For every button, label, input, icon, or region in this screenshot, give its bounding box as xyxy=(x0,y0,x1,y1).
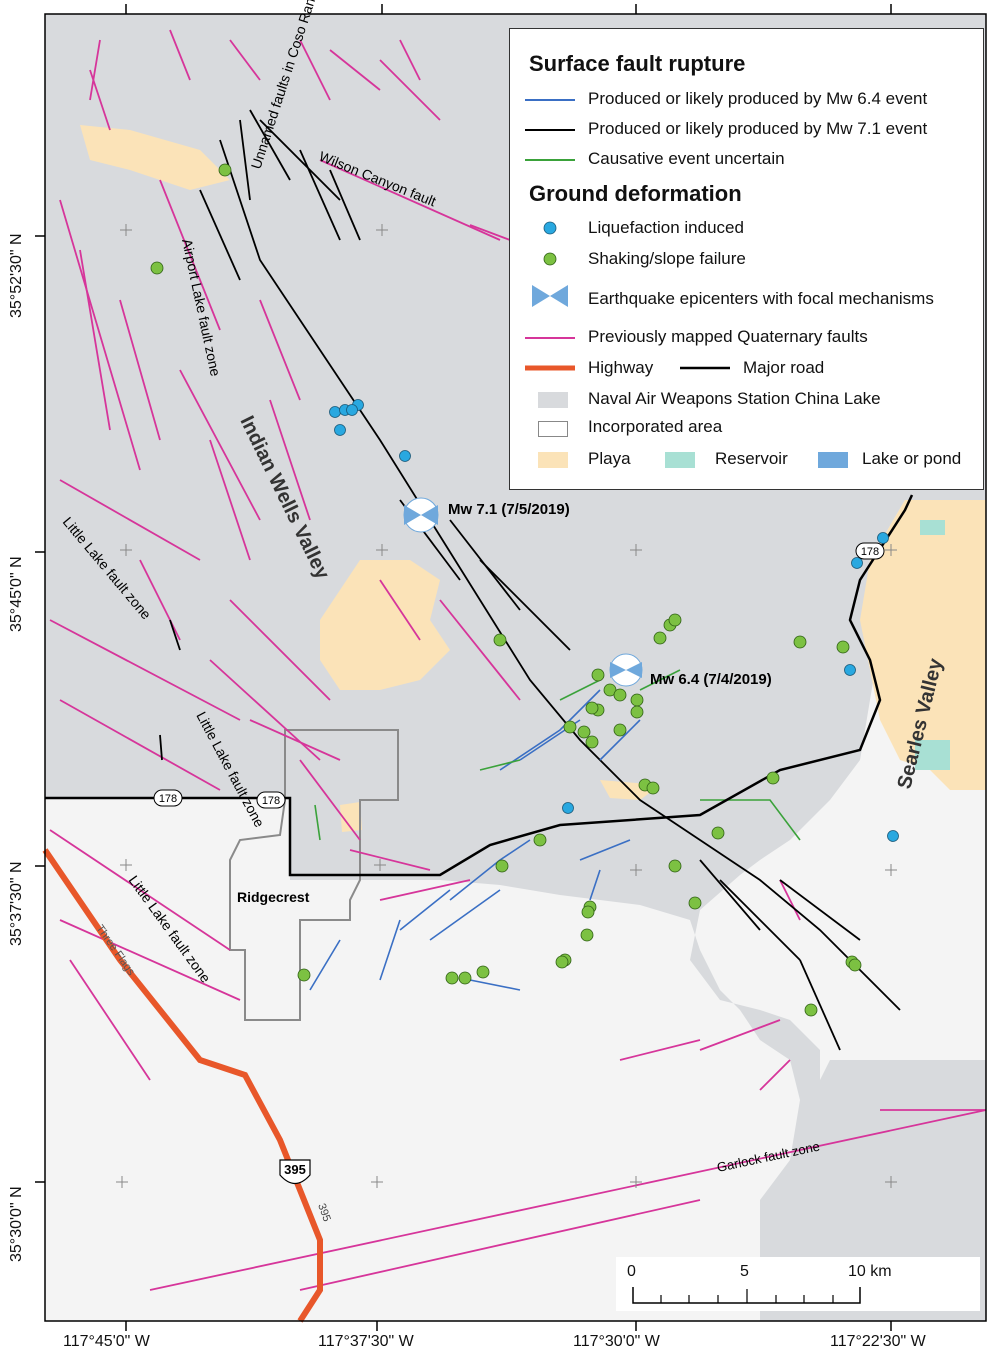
legend-playa: Playa xyxy=(588,449,631,468)
label-route-395-shield: 395 xyxy=(284,1162,306,1177)
playa-china-lake xyxy=(320,560,450,690)
legend-heading-deform: Ground deformation xyxy=(529,181,742,206)
legend-lake: Lake or pond xyxy=(862,449,962,468)
label-ridgecrest: Ridgecrest xyxy=(237,889,310,905)
legend-quat-faults: Previously mapped Quaternary faults xyxy=(588,327,868,346)
legend-heading-rupture: Surface fault rupture xyxy=(529,51,746,76)
playa-searles xyxy=(860,500,986,790)
legend-liquefaction: Liquefaction induced xyxy=(588,218,744,237)
quaternary-faults xyxy=(49,29,987,1291)
legend-highway: Highway xyxy=(588,358,654,377)
label-route-395-text: 395 xyxy=(315,1202,333,1223)
lat-tick-3: 35°37'30" N xyxy=(8,861,25,946)
scale-label-10: 10 km xyxy=(848,1263,892,1280)
label-route-178-b: 178 xyxy=(262,795,280,807)
scale-bar-line xyxy=(632,1287,861,1304)
lon-tick-4: 117°22'30" W xyxy=(830,1333,926,1350)
incorporated-ridgecrest xyxy=(229,729,399,1021)
label-route-178-c: 178 xyxy=(861,546,879,558)
major-roads xyxy=(45,494,914,877)
legend-swatch-playa xyxy=(538,452,568,468)
graticule-crosses xyxy=(116,224,897,1188)
legend-naval: Naval Air Weapons Station China Lake xyxy=(588,389,881,408)
legend-swatch-rupture-64 xyxy=(525,99,575,101)
frame-ticks xyxy=(35,4,892,1331)
route-178-shield-a xyxy=(153,789,183,807)
playa-airport-lake xyxy=(80,125,230,190)
interstate-shield-icon xyxy=(279,1159,311,1185)
scale-bar: 0 5 10 km xyxy=(616,1257,980,1311)
legend-reservoir: Reservoir xyxy=(715,449,788,468)
legend-shaking: Shaking/slope failure xyxy=(588,249,746,268)
lat-tick-1: 35°52'30" N xyxy=(8,233,25,318)
lon-tick-3: 117°30'0" W xyxy=(573,1333,660,1350)
beachball-icon xyxy=(403,497,439,533)
legend-swatch-highway xyxy=(525,365,575,371)
legend-swatch-reservoir xyxy=(665,452,695,468)
rupture-mw71 xyxy=(159,109,901,1051)
highway-395 xyxy=(42,848,323,1323)
lat-tick-2: 35°45'0" N xyxy=(8,556,25,632)
legend-swatch-incorporated xyxy=(538,421,568,437)
beachball-icon xyxy=(532,285,568,307)
legend-epicenters: Earthquake epicenters with focal mechani… xyxy=(588,289,934,308)
lat-tick-4: 35°30'0" N xyxy=(8,1186,25,1262)
route-178-shield-b xyxy=(256,791,286,809)
legend-swatch-liquefaction xyxy=(543,221,557,235)
legend-swatch-shaking xyxy=(543,252,557,266)
lake-searles-2 xyxy=(915,740,950,770)
legend-rupture-71: Produced or likely produced by Mw 7.1 ev… xyxy=(588,119,928,138)
beachball-icon xyxy=(609,653,643,687)
lake-searles-1 xyxy=(920,520,945,535)
rupture-mw64 xyxy=(309,689,641,991)
legend-swatch-quat xyxy=(525,337,575,339)
legend-incorporated: Incorporated area xyxy=(588,417,723,436)
label-route-178-a: 178 xyxy=(159,793,177,805)
label-mw64: Mw 6.4 (7/4/2019) xyxy=(650,671,772,688)
legend-swatch-lake xyxy=(818,452,848,468)
legend: Surface fault rupture Produced or likely… xyxy=(509,28,984,490)
legend-rupture-unc: Causative event uncertain xyxy=(588,149,785,168)
map-frame xyxy=(44,13,987,1322)
liquefaction-points xyxy=(329,399,899,842)
legend-swatch-naval xyxy=(538,392,568,408)
legend-swatch-road xyxy=(680,366,730,370)
rupture-uncertain xyxy=(314,669,801,841)
label-mw71: Mw 7.1 (7/5/2019) xyxy=(448,501,570,518)
lon-tick-2: 117°37'30" W xyxy=(318,1333,414,1350)
playa-ridgecrest xyxy=(340,802,362,832)
shaking-points xyxy=(150,163,862,1017)
legend-swatch-rupture-unc xyxy=(525,159,575,161)
legend-major-road: Major road xyxy=(743,358,825,377)
legend-swatch-rupture-71 xyxy=(525,129,575,131)
lon-tick-1: 117°45'0" W xyxy=(63,1333,150,1350)
route-178-shield-c xyxy=(855,542,885,560)
legend-rupture-64: Produced or likely produced by Mw 6.4 ev… xyxy=(588,89,928,108)
scale-label-5: 5 xyxy=(740,1263,749,1280)
scale-label-0: 0 xyxy=(627,1263,636,1280)
